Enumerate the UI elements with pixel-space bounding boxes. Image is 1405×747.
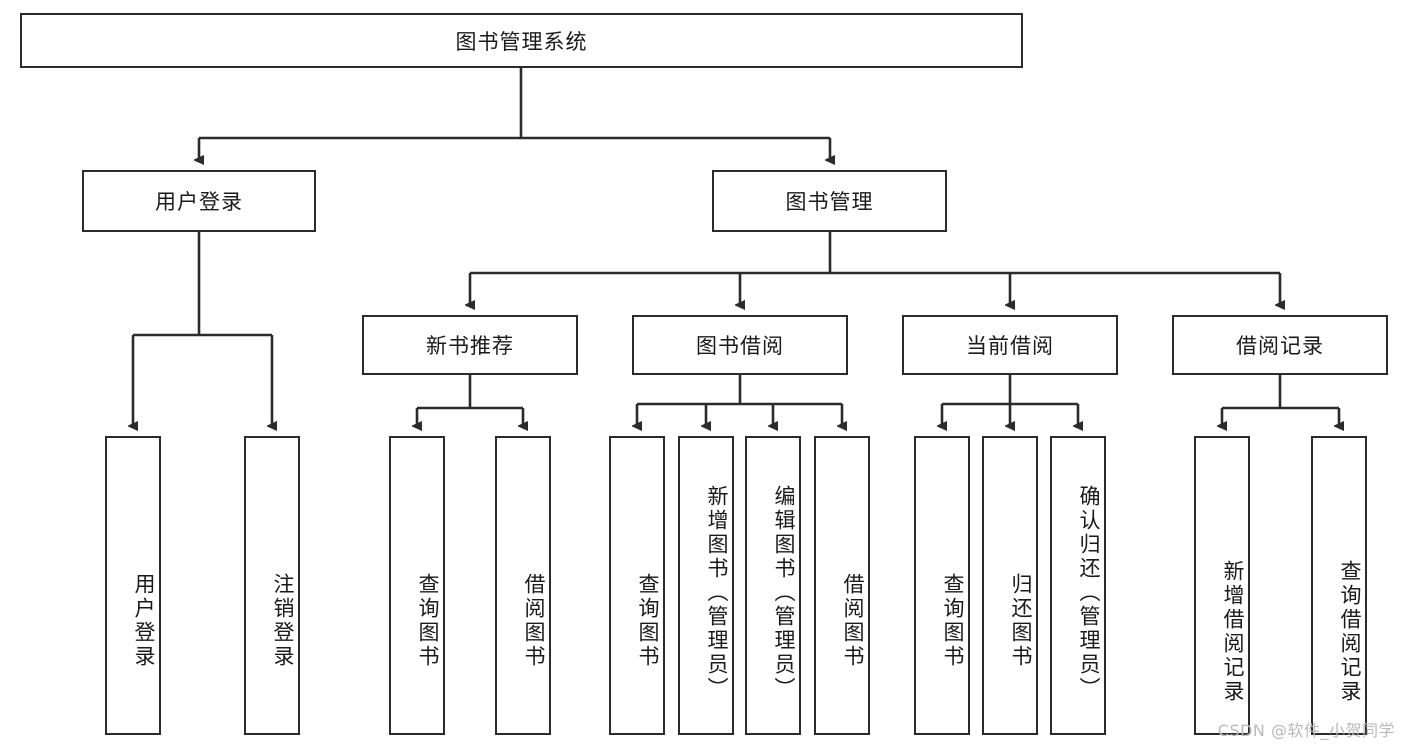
- node-book-management-label: 图书管理: [785, 190, 874, 214]
- node-new-book-recommend-label: 新书推荐: [426, 334, 514, 358]
- csdn-watermark: CSDN @软件_小贺同学: [1217, 721, 1395, 740]
- node-leaf-add-book-label: 新增图书（管理员）: [705, 484, 729, 701]
- node-leaf-logout-login-label: 注销登录: [271, 572, 295, 669]
- node-leaf-borrow-book-2-label: 借阅图书: [841, 572, 865, 669]
- node-leaf-borrow-book-1[interactable]: 借阅图书: [495, 436, 551, 735]
- node-leaf-edit-book[interactable]: 编辑图书（管理员）: [745, 436, 801, 735]
- node-leaf-borrow-book-2[interactable]: 借阅图书: [814, 436, 870, 735]
- node-book-borrow[interactable]: 图书借阅: [632, 315, 848, 375]
- node-book-borrow-label: 图书借阅: [696, 334, 784, 358]
- node-leaf-user-login[interactable]: 用户登录: [105, 436, 161, 735]
- node-book-management[interactable]: 图书管理: [712, 170, 947, 232]
- node-leaf-query-record[interactable]: 查询借阅记录: [1311, 436, 1367, 735]
- node-borrow-record-label: 借阅记录: [1236, 334, 1324, 358]
- node-leaf-query-record-label: 查询借阅记录: [1338, 559, 1362, 704]
- node-leaf-add-record[interactable]: 新增借阅记录: [1194, 436, 1250, 735]
- node-leaf-logout-login[interactable]: 注销登录: [244, 436, 300, 735]
- node-leaf-edit-book-label: 编辑图书（管理员）: [772, 484, 796, 701]
- node-user-login[interactable]: 用户登录: [82, 170, 316, 232]
- node-leaf-confirm-return[interactable]: 确认归还（管理员）: [1050, 436, 1106, 735]
- node-leaf-query-book-3[interactable]: 查询图书: [914, 436, 970, 735]
- node-user-login-label: 用户登录: [155, 190, 243, 214]
- node-leaf-add-book[interactable]: 新增图书（管理员）: [678, 436, 734, 735]
- node-root-label: 图书管理系统: [455, 29, 588, 54]
- node-current-borrow[interactable]: 当前借阅: [902, 315, 1118, 375]
- node-leaf-query-book-3-label: 查询图书: [941, 572, 965, 669]
- node-leaf-query-book-2-label: 查询图书: [636, 572, 660, 669]
- node-leaf-return-book[interactable]: 归还图书: [982, 436, 1038, 735]
- node-leaf-return-book-label: 归还图书: [1009, 572, 1033, 669]
- node-leaf-borrow-book-1-label: 借阅图书: [522, 572, 546, 669]
- node-root[interactable]: 图书管理系统: [20, 13, 1023, 68]
- node-leaf-add-record-label: 新增借阅记录: [1221, 559, 1245, 704]
- node-leaf-query-book-2[interactable]: 查询图书: [609, 436, 665, 735]
- node-leaf-user-login-label: 用户登录: [132, 572, 156, 669]
- node-current-borrow-label: 当前借阅: [966, 334, 1054, 358]
- node-borrow-record[interactable]: 借阅记录: [1172, 315, 1388, 375]
- node-leaf-confirm-return-label: 确认归还（管理员）: [1077, 484, 1101, 701]
- node-leaf-query-book-1-label: 查询图书: [416, 572, 440, 669]
- node-leaf-query-book-1[interactable]: 查询图书: [389, 436, 445, 735]
- node-new-book-recommend[interactable]: 新书推荐: [362, 315, 578, 375]
